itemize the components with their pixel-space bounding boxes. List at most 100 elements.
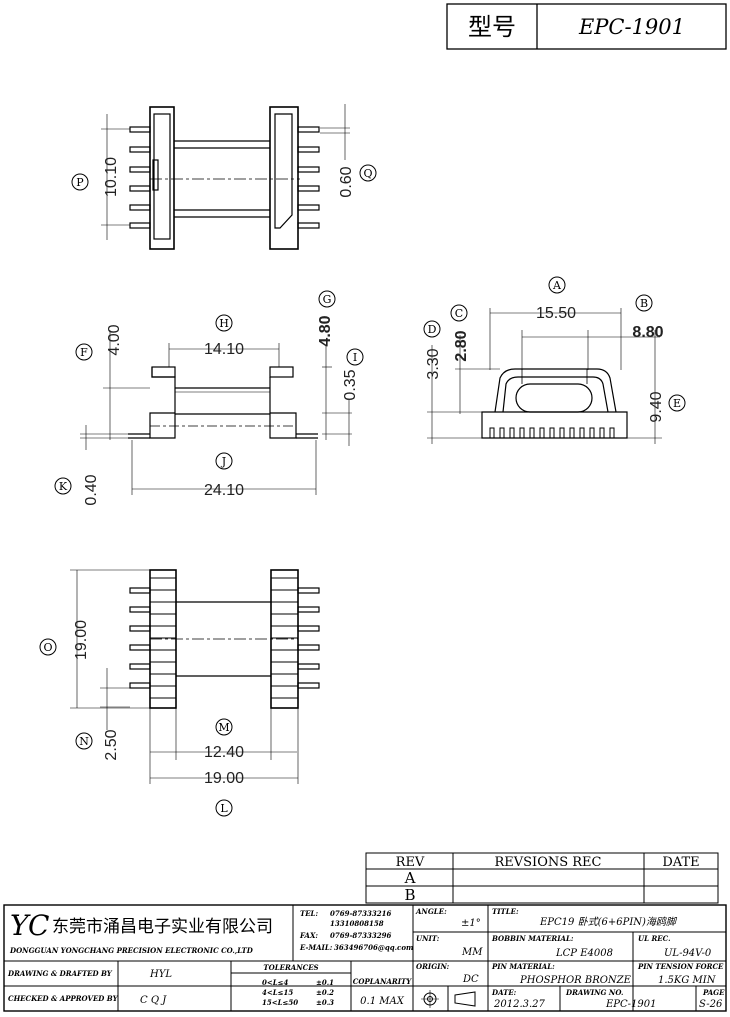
top-view-right-pins	[297, 126, 320, 229]
tolerances-label: TOLERANCES	[263, 963, 318, 972]
coplanarity-value: 0.1 MAX	[360, 996, 405, 1007]
rev-row-b: B	[404, 886, 415, 904]
svg-text:J: J	[221, 455, 226, 468]
fax-label: FAX:	[299, 931, 318, 940]
tol-value-1: ±0.1	[316, 978, 334, 987]
tel-value: 0769-87333216	[330, 909, 391, 918]
callout-p: P	[71, 173, 89, 191]
bottom-view-pins	[129, 587, 320, 689]
email-value: 363496706@qq.com	[334, 943, 413, 952]
callout-f: F	[75, 343, 93, 361]
bottom-view	[70, 569, 320, 784]
drawn-by-value: HYL	[149, 969, 172, 980]
dim-q: 0.60	[338, 166, 355, 197]
callout-k: K	[54, 477, 72, 495]
tel2-value: 13310808158	[330, 919, 384, 928]
company-logo: YC	[10, 909, 49, 942]
svg-text:C: C	[455, 307, 463, 320]
svg-text:L: L	[220, 802, 228, 815]
dim-f: 4.00	[106, 324, 123, 355]
dim-c: 2.80	[453, 330, 470, 361]
company-name-cn: 东莞市涌昌电子实业有限公司	[52, 917, 273, 937]
unit-label: UNIT:	[416, 934, 440, 943]
callout-a: A	[548, 276, 566, 294]
origin-label: ORIGIN:	[416, 962, 450, 971]
ul-value: UL-94V-0	[664, 948, 712, 959]
angle-value: ±1°	[461, 918, 481, 929]
coplanarity-label: COPLANARITY	[353, 977, 412, 986]
dim-n: 2.50	[103, 729, 120, 760]
rev-row-a: A	[404, 869, 416, 887]
bobbin-material-label: BOBBIN MATERIAL:	[491, 934, 574, 943]
pin-tension-value: 1.5KG MIN	[658, 975, 717, 986]
dim-j: 24.10	[204, 482, 244, 499]
ul-label: UL REC.	[638, 934, 671, 943]
rev-col-rev: REV	[396, 855, 425, 870]
tel-label: TEL:	[300, 909, 318, 918]
tol-range-3: 15<L≤50	[262, 998, 298, 1007]
callout-n: N	[75, 732, 93, 750]
dim-m: 12.40	[204, 744, 244, 761]
pin-material-value: PHOSPHOR BRONZE	[519, 975, 632, 986]
dim-a: 15.50	[536, 305, 576, 322]
drawn-by-label: DRAWING & DRAFTED BY	[7, 969, 113, 978]
dim-b: 8.80	[632, 324, 663, 341]
svg-text:D: D	[428, 323, 437, 336]
callout-q: Q	[359, 164, 377, 182]
checked-by-label: CHECKED & APPROVED BY	[8, 994, 119, 1003]
svg-text:P: P	[76, 176, 84, 189]
rev-col-date: DATE	[662, 855, 699, 870]
dim-o: 19.00	[73, 620, 90, 660]
callout-g: G	[318, 290, 336, 308]
top-view-left-pins	[129, 126, 151, 229]
title-block	[3, 904, 727, 1012]
callout-i: I	[346, 348, 364, 366]
drawing-no-label: DRAWING NO.	[565, 988, 623, 997]
callout-e: E	[668, 394, 686, 412]
revision-table	[365, 852, 719, 904]
unit-value: MM	[461, 947, 483, 958]
model-label: 型号	[468, 13, 516, 41]
rev-col-rec: REVSIONS REC	[494, 855, 601, 870]
bottom-view-fins-left	[150, 577, 176, 699]
company-name-en: DONGGUAN YONGCHANG PRECISION ELECTRONIC …	[9, 946, 254, 955]
bobbin-material-value: LCP E4008	[555, 948, 613, 959]
svg-text:O: O	[43, 641, 52, 654]
checked-by-value: C Q J	[140, 995, 167, 1006]
dim-p: 10.10	[103, 157, 120, 197]
callout-h: H	[215, 314, 233, 332]
page-label: PAGE	[702, 988, 725, 997]
pin-material-label: PIN MATERIAL:	[491, 962, 555, 971]
svg-text:G: G	[323, 293, 332, 306]
fax-value: 0769-87333296	[330, 931, 391, 940]
pin-tension-label: PIN TENSION FORCE	[637, 962, 724, 971]
end-view-pin-teeth	[489, 427, 615, 438]
tol-range-2: 4<L≤15	[262, 988, 293, 997]
drawing-no-value: EPC-1901	[605, 999, 657, 1010]
title-label: TITLE:	[492, 907, 519, 916]
tol-value-3: ±0.3	[316, 998, 334, 1007]
tol-range-1: 0<L≤4	[262, 978, 289, 987]
svg-text:I: I	[353, 351, 357, 364]
title-value: EPC19 卧式(6+6PIN)海鸥脚	[539, 916, 678, 928]
callout-b: B	[635, 294, 653, 312]
date-label: DATE:	[491, 988, 517, 997]
dim-d: 3.30	[425, 348, 442, 379]
svg-text:H: H	[219, 317, 229, 330]
top-view	[101, 104, 350, 250]
callout-m: M	[215, 718, 233, 736]
callout-l: L	[215, 799, 233, 817]
svg-text:N: N	[79, 735, 89, 748]
callout-o: O	[39, 638, 57, 656]
tol-value-2: ±0.2	[316, 988, 334, 997]
svg-text:Q: Q	[363, 167, 372, 180]
dim-h: 14.10	[204, 341, 244, 358]
bottom-view-fins-right	[271, 577, 298, 699]
svg-text:B: B	[640, 297, 648, 310]
callout-d: D	[423, 320, 441, 338]
dim-g: 4.80	[317, 315, 334, 346]
date-value: 2012.3.27	[493, 999, 546, 1010]
dim-i: 0.35	[342, 369, 359, 400]
side-view	[80, 330, 352, 495]
